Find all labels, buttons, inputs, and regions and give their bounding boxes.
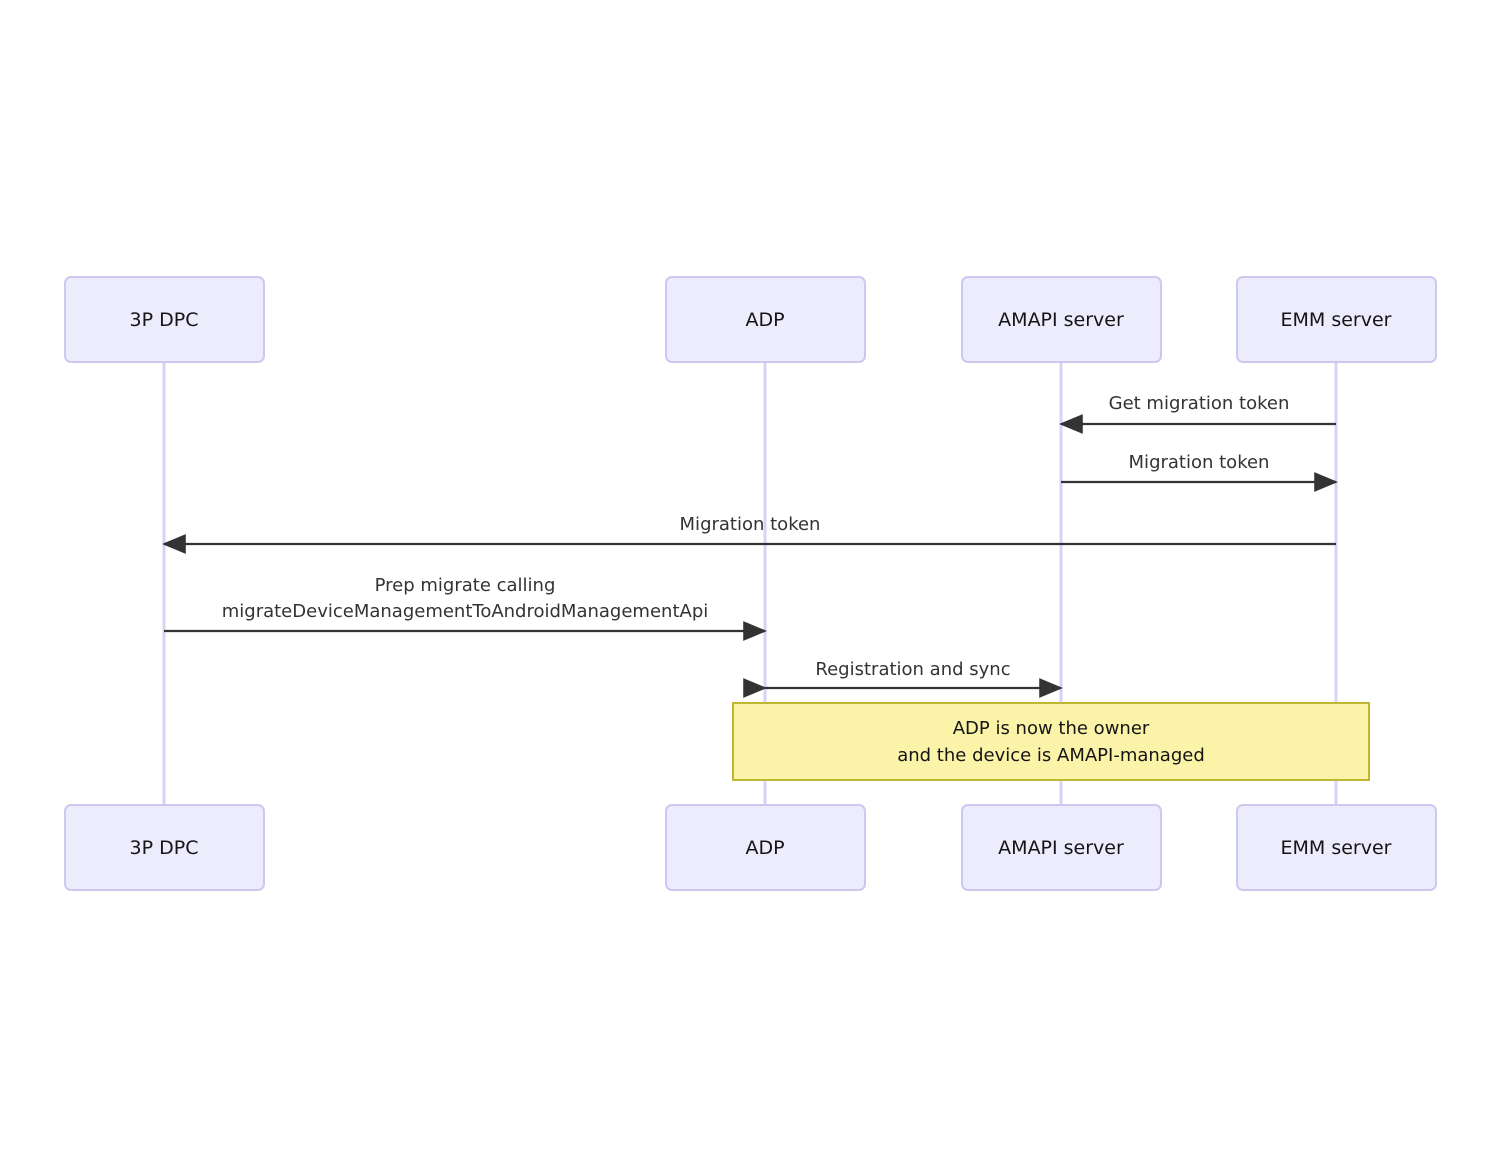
bottom-participants-group: 3P DPC ADP AMAPI server EMM server [64, 804, 1437, 891]
participant-box [1236, 804, 1437, 891]
message-label-line: Migration token [680, 514, 821, 535]
participant-amapi-bottom[interactable]: AMAPI server [961, 804, 1162, 891]
message-m4: Prep migrate calling migrateDeviceManagem… [164, 575, 767, 641]
participant-amapi-top[interactable]: AMAPI server [961, 276, 1162, 363]
message-label-line: migrateDeviceManagementToAndroidManageme… [222, 601, 709, 622]
top-participants-group: 3P DPC ADP AMAPI server EMM server [64, 276, 1437, 363]
message-m2: Migration token [1061, 452, 1338, 492]
participant-adp-bottom[interactable]: ADP [665, 804, 866, 891]
participant-box [961, 276, 1162, 363]
message-m1: Get migration token [1059, 393, 1336, 434]
participant-box [665, 276, 866, 363]
participant-box [665, 804, 866, 891]
message-label-line: Migration token [1129, 452, 1270, 473]
note-text-line: and the device is AMAPI-managed [897, 745, 1205, 766]
participant-label: ADP [745, 837, 784, 859]
message-label-line: Registration and sync [815, 659, 1010, 680]
message-m3: Migration token [162, 514, 1336, 554]
participant-label: ADP [745, 309, 784, 331]
participant-emm-top[interactable]: EMM server [1236, 276, 1437, 363]
participant-dpc-bottom[interactable]: 3P DPC [64, 804, 265, 891]
message-label-line: Get migration token [1109, 393, 1290, 414]
participant-label: 3P DPC [130, 309, 199, 331]
note-text-line: ADP is now the owner [953, 718, 1150, 739]
participant-box [1236, 276, 1437, 363]
note-box [732, 702, 1370, 781]
participant-box [961, 804, 1162, 891]
note-n1: ADP is now the owner and the device is AM… [732, 702, 1370, 781]
participant-label: EMM server [1281, 309, 1392, 331]
participant-label: AMAPI server [998, 309, 1124, 331]
participant-label: EMM server [1281, 837, 1392, 859]
notes-group: ADP is now the owner and the device is AM… [732, 702, 1370, 781]
participant-label: 3P DPC [130, 837, 199, 859]
participant-label: AMAPI server [998, 837, 1124, 859]
message-m5: Registration and sync [743, 659, 1063, 698]
participant-adp-top[interactable]: ADP [665, 276, 866, 363]
participant-box [64, 276, 265, 363]
message-label-line: Prep migrate calling [375, 575, 556, 596]
participant-box [64, 804, 265, 891]
participant-dpc-top[interactable]: 3P DPC [64, 276, 265, 363]
participant-emm-bottom[interactable]: EMM server [1236, 804, 1437, 891]
